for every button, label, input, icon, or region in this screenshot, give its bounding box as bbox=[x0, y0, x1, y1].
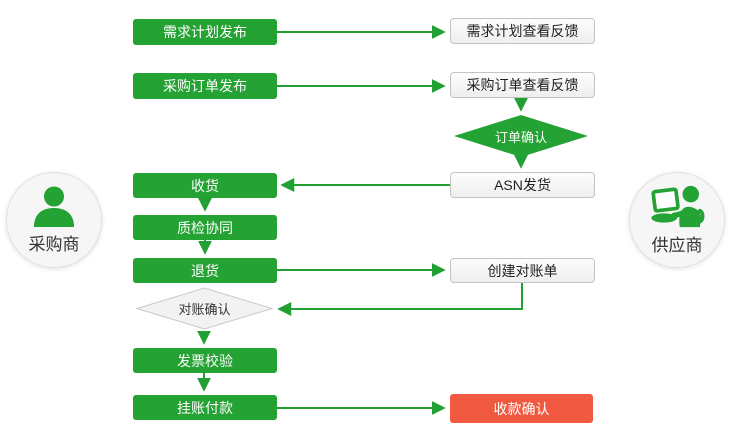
person-laptop-icon bbox=[651, 185, 705, 227]
node-return-goods: 退货 bbox=[133, 258, 277, 283]
actor-supplier: 供应商 bbox=[629, 172, 725, 268]
node-statement-confirm-label: 对账确认 bbox=[178, 302, 231, 317]
node-asn-ship: ASN发货 bbox=[450, 172, 595, 198]
actor-supplier-label: 供应商 bbox=[651, 235, 703, 255]
node-demand-plan-publish: 需求计划发布 bbox=[133, 19, 277, 45]
node-statement-confirm-diamond: 对账确认 bbox=[136, 287, 273, 330]
node-quality-check: 质检协同 bbox=[133, 215, 277, 240]
actor-buyer-label: 采购商 bbox=[28, 234, 80, 254]
node-po-feedback: 采购订单查看反馈 bbox=[450, 72, 595, 98]
node-invoice-verify: 发票校验 bbox=[133, 348, 277, 373]
node-pending-payment: 挂账付款 bbox=[133, 395, 277, 420]
person-icon bbox=[33, 185, 75, 227]
node-payment-confirm: 收款确认 bbox=[450, 394, 593, 423]
node-order-confirm-label: 订单确认 bbox=[494, 129, 547, 145]
node-create-statement: 创建对账单 bbox=[450, 258, 595, 283]
node-po-publish: 采购订单发布 bbox=[133, 73, 277, 99]
node-receive: 收货 bbox=[133, 173, 277, 198]
node-order-confirm-diamond: 订单确认 bbox=[454, 115, 588, 157]
node-demand-plan-feedback: 需求计划查看反馈 bbox=[450, 18, 595, 44]
actor-buyer: 采购商 bbox=[6, 172, 102, 268]
